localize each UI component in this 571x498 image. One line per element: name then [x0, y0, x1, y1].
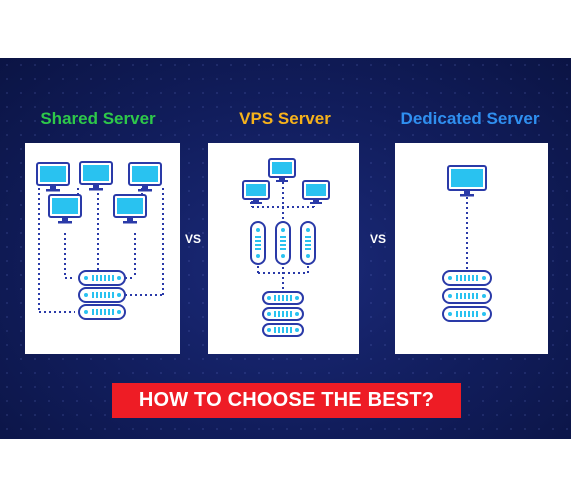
shared-server-title: Shared Server: [40, 109, 156, 128]
dedicated-server-diagram: [442, 165, 492, 322]
monitor-icon: [79, 161, 113, 192]
virtual-server-icon: [250, 221, 316, 265]
dedicated-server-panel: [395, 143, 548, 354]
vps-server-diagram: [242, 158, 330, 337]
shared-server-diagram: [36, 161, 164, 320]
vps-server-title: VPS Server: [239, 109, 331, 128]
monitor-icon: [48, 194, 82, 225]
monitor-icon: [113, 194, 147, 225]
vs-label: VS: [370, 232, 387, 246]
dedicated-server-title: Dedicated Server: [400, 109, 540, 128]
monitor-icon: [128, 162, 162, 193]
shared-server-panel: [25, 143, 180, 354]
monitor-icon: [302, 180, 330, 205]
server-rack-icon: [442, 270, 492, 322]
cta-banner[interactable]: HOW TO CHOOSE THE BEST?: [112, 383, 461, 418]
server-rack-icon: [262, 291, 304, 337]
monitor-icon: [447, 165, 487, 198]
banner: Shared Server VPS Server Dedicated Serve…: [0, 58, 571, 439]
server-rack-icon: [78, 270, 126, 320]
monitor-icon: [268, 158, 296, 183]
vps-server-panel: [208, 143, 359, 354]
monitor-icon: [36, 162, 70, 193]
vs-label: VS: [185, 232, 202, 246]
monitor-icon: [242, 180, 270, 205]
